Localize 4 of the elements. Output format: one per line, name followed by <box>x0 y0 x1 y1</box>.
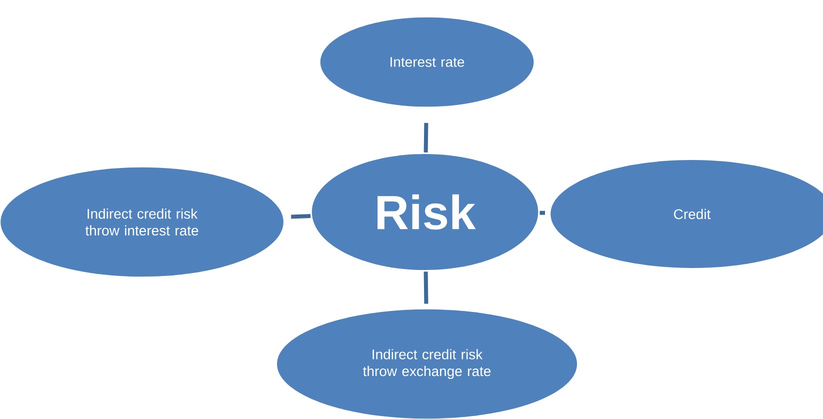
connector-line <box>291 214 311 219</box>
connector-line <box>540 210 546 215</box>
connector-line <box>424 272 428 304</box>
connector-line <box>424 122 428 152</box>
